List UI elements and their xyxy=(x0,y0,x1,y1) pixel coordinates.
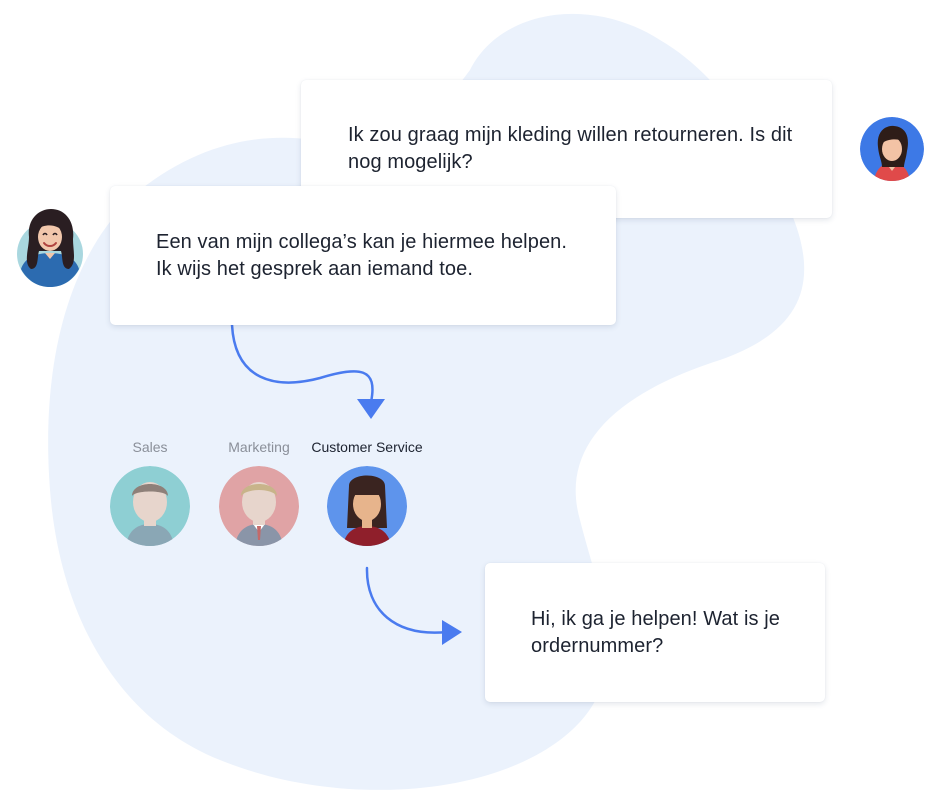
agent-reply-text: Hi, ik ga je helpen! Wat is je ordernumm… xyxy=(531,608,781,657)
agent-reply-bubble: Hi, ik ga je helpen! Wat is je ordernumm… xyxy=(485,563,825,702)
marketing-avatar xyxy=(219,466,299,546)
agent-message-bubble: Een van mijn collega’s kan je hiermee he… xyxy=(110,186,616,325)
team-label-sales: Sales xyxy=(132,439,168,455)
team-label-customer-service: Customer Service xyxy=(311,439,423,455)
team-option-sales[interactable]: Sales xyxy=(110,438,190,546)
agent-message-text: Een van mijn collega’s kan je hiermee he… xyxy=(156,231,568,280)
team-label-marketing: Marketing xyxy=(228,439,290,455)
team-option-marketing[interactable]: Marketing xyxy=(219,438,299,546)
agent-avatar xyxy=(17,207,83,287)
customer-service-avatar xyxy=(327,466,407,546)
sales-avatar xyxy=(110,466,190,546)
customer-message-text: Ik zou graag mijn kleding willen retourn… xyxy=(348,124,793,173)
team-option-customer-service[interactable]: Customer Service xyxy=(311,438,423,546)
customer-avatar xyxy=(860,117,924,181)
